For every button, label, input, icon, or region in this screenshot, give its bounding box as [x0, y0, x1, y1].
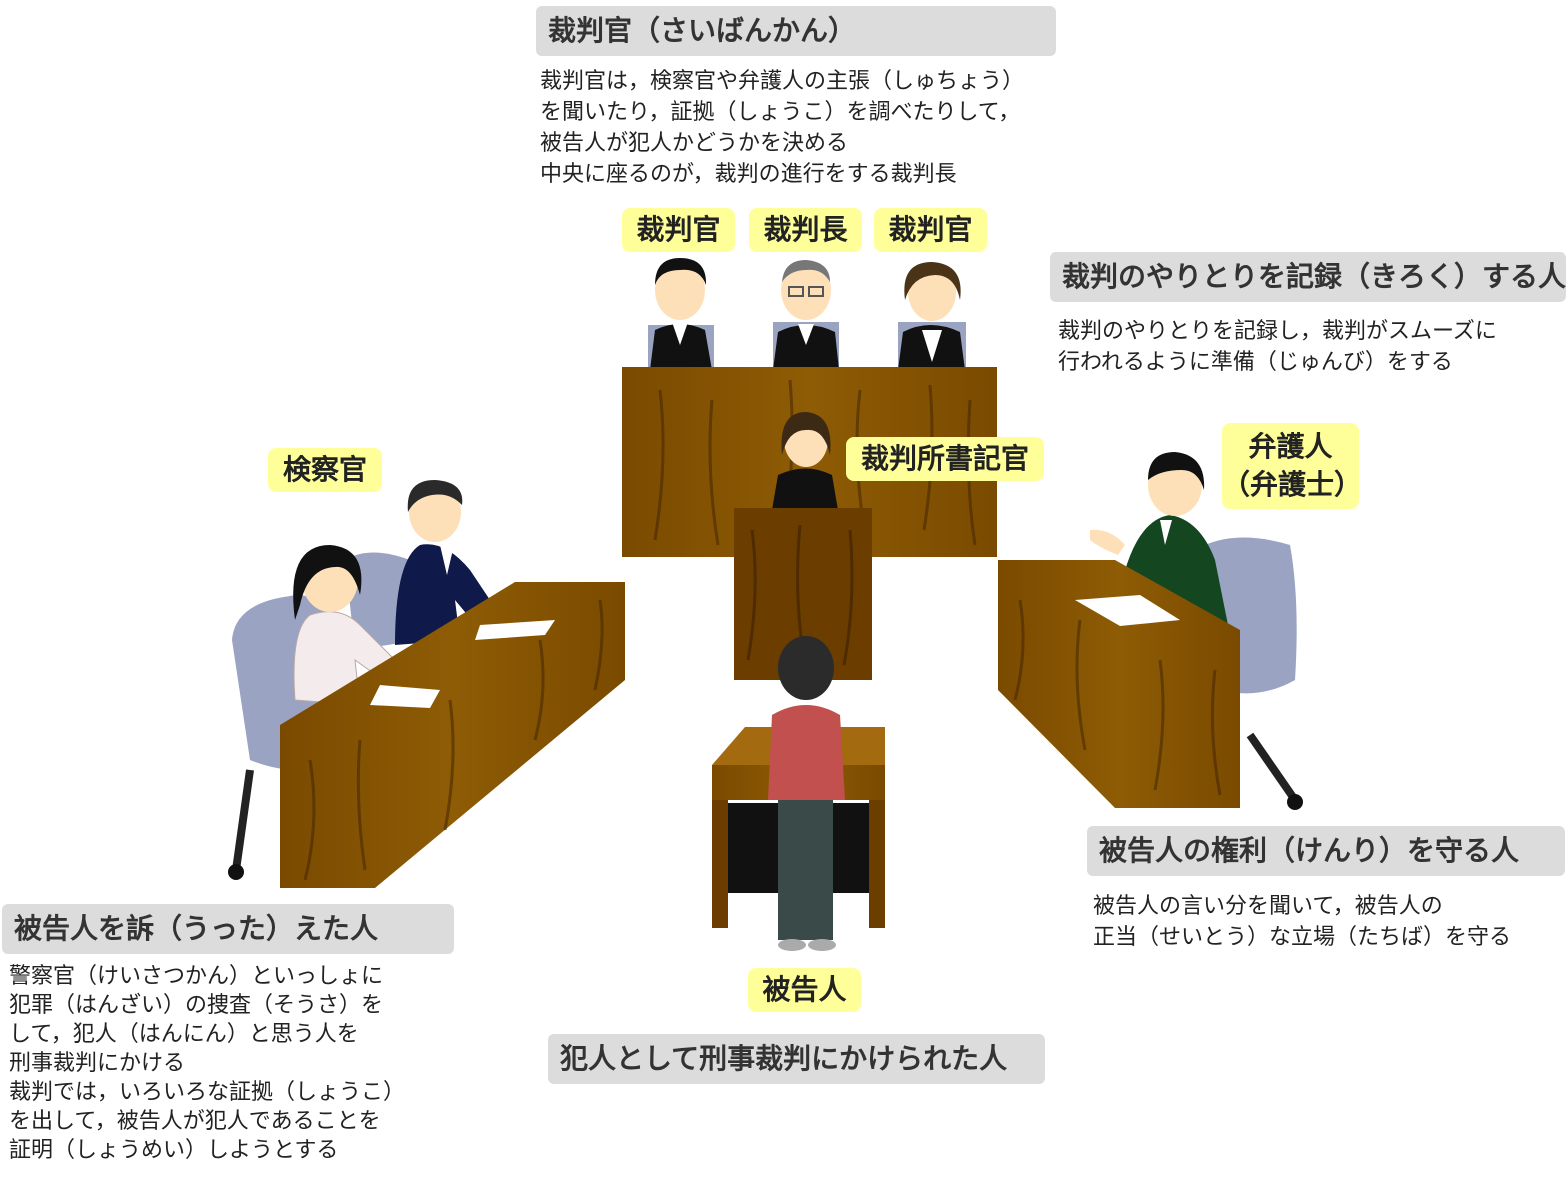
label-judge-right: 裁判官	[874, 208, 987, 252]
label-defense-line2: （弁護士）	[1222, 468, 1363, 501]
judge-right-figure	[898, 262, 966, 370]
label-prosecutor: 検察官	[268, 448, 382, 492]
label-chief-judge: 裁判長	[749, 208, 862, 252]
defense-heading: 被告人の権利（けんり）を守る人	[1087, 826, 1565, 876]
defense-description: 被告人の言い分を聞いて，被告人の 正当（せいとう）な立場（たちば）を守る	[1093, 894, 1512, 950]
judge-description: 裁判官は，検察官や弁護人の主張（しゅちょう） を聞いたり，証拠（しょうこ）を調べ…	[540, 69, 1025, 187]
judge-heading: 裁判官（さいばんかん）	[536, 6, 1056, 56]
label-defendant: 被告人	[748, 968, 861, 1012]
clerk-description: 裁判のやりとりを記録し，裁判がスムーズに 行われるように準備（じゅんび）をする	[1058, 319, 1497, 375]
defendant-heading: 犯人として刑事裁判にかけられた人	[548, 1034, 1045, 1084]
label-judge-left: 裁判官	[622, 208, 735, 252]
judge-left-figure	[648, 258, 714, 370]
prosecutor-description: 警察官（けいさつかん）といっしょに 犯罪（はんざい）の捜査（そうさ）を して，犯…	[9, 964, 406, 1163]
defense-group	[998, 452, 1303, 810]
label-clerk: 裁判所書記官	[846, 437, 1044, 481]
chief-judge-figure	[773, 260, 839, 370]
prosecutor-group	[228, 480, 625, 888]
prosecutor-heading: 被告人を訴（うった）えた人	[2, 904, 454, 954]
label-defense: 弁護人 （弁護士）	[1222, 423, 1363, 509]
label-defense-line1: 弁護人	[1248, 430, 1333, 463]
judges-group	[622, 258, 997, 557]
defendant-group	[712, 636, 885, 951]
clerk-heading: 裁判のやりとりを記録（きろく）する人	[1050, 252, 1566, 302]
